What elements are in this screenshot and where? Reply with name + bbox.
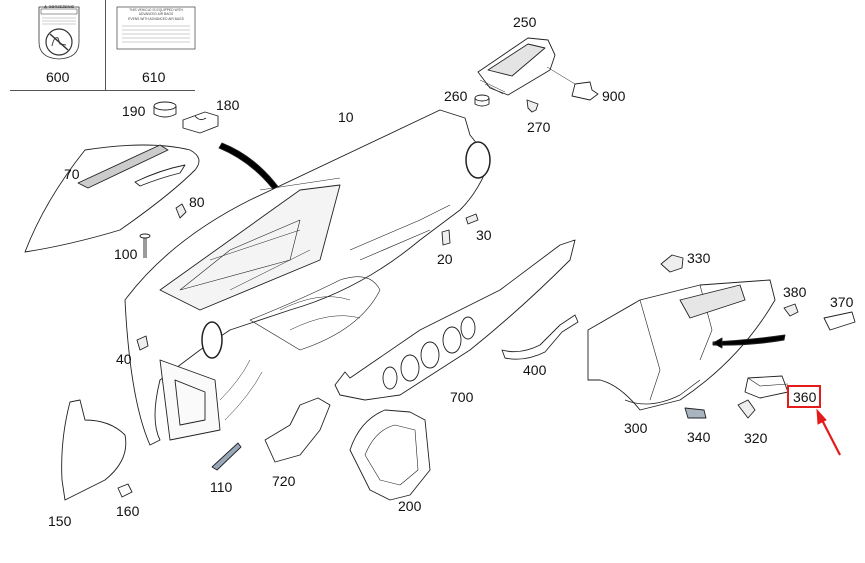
part-40-clip (136, 335, 149, 351)
part-label-700[interactable]: 700 (450, 389, 474, 405)
part-160-clip (117, 483, 133, 498)
part-300-glovebox (587, 279, 776, 411)
part-label-380[interactable]: 380 (783, 284, 807, 300)
part-330-latch (660, 254, 684, 273)
red-pointer-arrow (816, 408, 841, 456)
part-label-900[interactable]: 900 (602, 88, 626, 104)
part-label-100[interactable]: 100 (114, 246, 138, 262)
part-label-340[interactable]: 340 (687, 429, 711, 445)
part-label-30[interactable]: 30 (476, 227, 492, 243)
part-label-270[interactable]: 270 (527, 119, 551, 135)
airbag-label-icon (116, 6, 196, 50)
part-270-bolt (526, 99, 539, 113)
part-label-180[interactable]: 180 (216, 97, 240, 113)
part-label-150[interactable]: 150 (48, 513, 72, 529)
part-340-pin (684, 407, 707, 419)
part-20-clip (441, 229, 451, 246)
part-370-switch (823, 311, 856, 331)
part-label-400[interactable]: 400 (523, 362, 547, 378)
part-label-260[interactable]: 260 (444, 88, 468, 104)
part-label-110[interactable]: 110 (210, 479, 233, 495)
part-900-label (571, 81, 599, 101)
part-30-clip (465, 213, 479, 225)
part-label-720[interactable]: 720 (272, 473, 296, 489)
part-label-70[interactable]: 70 (64, 166, 80, 182)
part-label-40[interactable]: 40 (116, 351, 132, 367)
airbag-label-line-1: THIS VEHICLE IS EQUIPPED WITH (129, 8, 183, 12)
part-label-300[interactable]: 300 (624, 420, 648, 436)
part-110-bracket (211, 442, 242, 471)
legend-divider (105, 0, 106, 90)
assembly-arrow-right (712, 334, 786, 346)
part-label-360-highlighted[interactable]: 360 (787, 385, 822, 408)
part-260-nut (474, 94, 490, 107)
part-360-tray (744, 375, 789, 399)
part-200-housing (349, 409, 431, 501)
part-label-320[interactable]: 320 (744, 430, 768, 446)
part-label-370[interactable]: 370 (830, 294, 854, 310)
part-label-80[interactable]: 80 (189, 194, 205, 210)
part-80-clip (175, 203, 187, 219)
part-720-cover (264, 397, 331, 463)
part-380-screw (783, 303, 799, 317)
part-label-10[interactable]: 10 (338, 109, 354, 125)
part-320-hinge (737, 399, 756, 419)
part-label-330[interactable]: 330 (687, 250, 711, 266)
part-700-trim (334, 239, 576, 401)
part-label-250[interactable]: 250 (513, 14, 537, 30)
part-100-screw (139, 233, 151, 258)
part-label-20[interactable]: 20 (437, 251, 453, 267)
part-180-block (182, 111, 219, 134)
part-10-dashboard (124, 109, 491, 446)
part-190-pad (153, 101, 177, 118)
part-250-airbag-module (477, 37, 576, 96)
airbag-label-line-3: EVENS WITH ADVANCED AIR BAGS (128, 17, 184, 21)
legend-box: ⚠ OBRZEŻENIE 600 THIS VEHICLE IS EQUIPPE… (10, 0, 196, 91)
part-400-hose (501, 314, 579, 360)
sticker-600-header: ⚠ OBRZEŻENIE (43, 4, 75, 9)
legend-part-600[interactable]: 600 (46, 69, 70, 85)
part-label-160[interactable]: 160 (116, 503, 140, 519)
part-label-190[interactable]: 190 (122, 103, 146, 119)
part-150-side-panel (61, 399, 127, 501)
legend-part-610[interactable]: 610 (142, 69, 166, 85)
airbag-label-line-2: ADVANCED AIR BAGS (138, 12, 174, 16)
part-label-200[interactable]: 200 (398, 498, 422, 514)
warning-sticker-icon (38, 6, 80, 60)
part-70-cover (24, 144, 200, 253)
